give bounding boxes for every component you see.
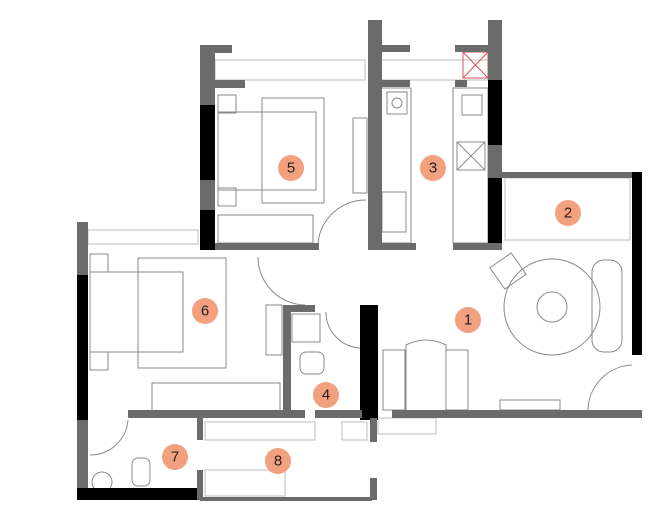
room-marker-8: 8 (265, 448, 291, 474)
wardrobe-6 (151, 382, 281, 412)
room-number: 8 (274, 453, 282, 470)
room-marker-3: 3 (420, 155, 446, 181)
room-number: 5 (287, 160, 295, 177)
sink-icon (461, 94, 483, 116)
room-marker-2: 2 (555, 200, 581, 226)
dining-chair (445, 349, 469, 411)
door-swing-4 (325, 311, 361, 349)
room-marker-1: 1 (455, 307, 481, 333)
counter-right (452, 87, 489, 244)
bed-rug-6 (137, 257, 227, 369)
tv-unit-5 (352, 117, 368, 194)
room-marker-5: 5 (278, 155, 304, 181)
room-number: 4 (322, 387, 330, 404)
dining-chair (382, 349, 406, 411)
room-number: 6 (201, 303, 209, 320)
shelf-8 (204, 421, 316, 441)
room-number: 3 (429, 160, 437, 177)
door-swing-entry (587, 364, 633, 411)
sofa (591, 259, 623, 353)
walls (77, 20, 642, 501)
coffee-table (536, 291, 568, 323)
bed-6 (89, 271, 184, 353)
door-swing-5 (317, 199, 367, 244)
room-number: 7 (171, 449, 179, 466)
room-marker-7: 7 (162, 444, 188, 470)
room-number: 2 (564, 205, 572, 222)
door-swing-7 (89, 419, 129, 456)
furniture (87, 51, 633, 497)
toilet-icon (131, 457, 151, 487)
toilet-icon (299, 351, 325, 375)
room-number: 1 (464, 312, 472, 329)
washbasin-icon (291, 313, 321, 343)
room-marker-4: 4 (313, 382, 339, 408)
stove-icon (456, 141, 486, 171)
tv-console (499, 399, 561, 411)
bed-5 (217, 111, 317, 191)
room-marker-6: 6 (192, 298, 218, 324)
round-rug (503, 258, 601, 356)
bed-rug-5 (261, 97, 325, 204)
dining-table (405, 339, 447, 410)
door-swing-6 (257, 256, 306, 306)
armchair (489, 252, 527, 290)
wardrobe-5 (217, 214, 314, 244)
shelf-8b (204, 469, 286, 497)
